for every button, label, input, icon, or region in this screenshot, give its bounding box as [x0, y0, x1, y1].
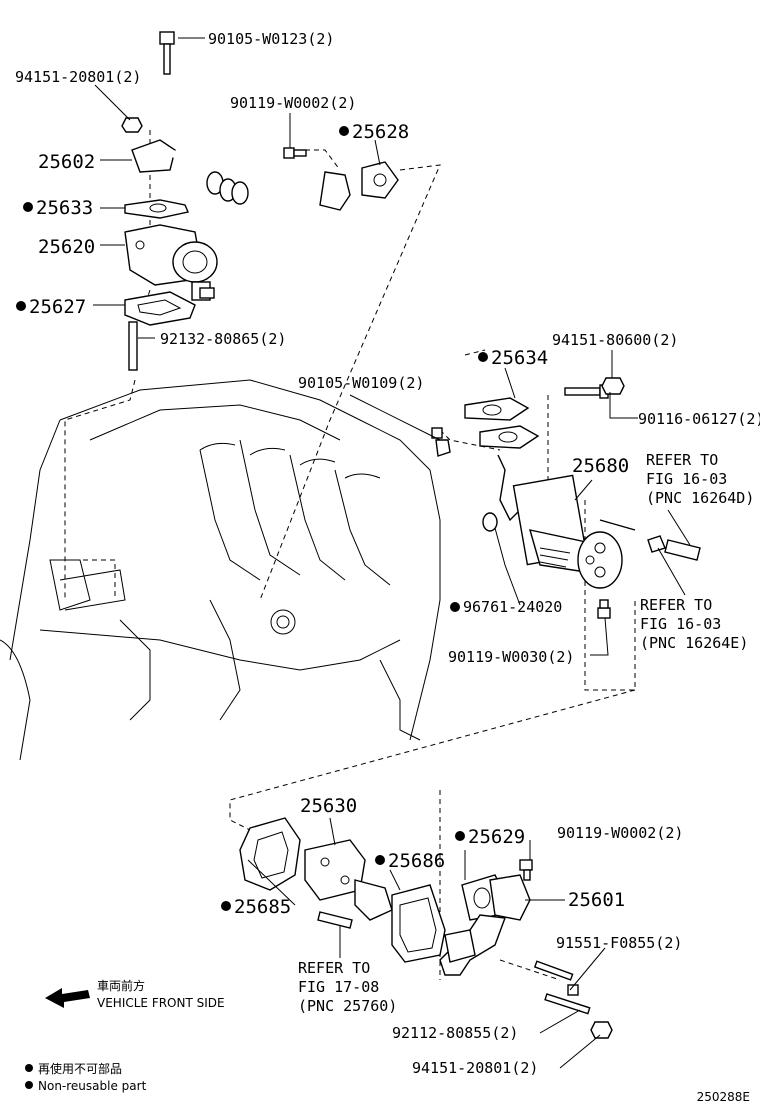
nonreusable-dot — [16, 301, 26, 311]
label-25685: 25685 — [234, 896, 291, 918]
gasket-25634 — [464, 397, 540, 449]
label-90119-w0002-top: 90119-W0002(2) — [230, 94, 356, 112]
nonreusable-dot — [23, 202, 33, 212]
label-25601: 25601 — [568, 889, 625, 911]
nonreusable-dot-icon — [25, 1081, 33, 1089]
gasket-25627 — [124, 291, 196, 326]
refer-16264d-line2: FIG 16-03 — [646, 470, 727, 488]
label-25634: 25634 — [491, 347, 548, 369]
label-92112-80855: 92112-80855(2) — [392, 1024, 518, 1042]
bolt-90105-w0109 — [431, 427, 451, 457]
egr-pipe-25601 — [439, 874, 531, 976]
label-25627: 25627 — [29, 296, 86, 318]
label-94151-20801-bottom: 94151-20801(2) — [412, 1059, 538, 1077]
label-90119-w0002-bottom: 90119-W0002(2) — [557, 824, 683, 842]
front-arrow-icon — [45, 988, 90, 1008]
nonreusable-dot-icon — [25, 1064, 33, 1072]
gasket-25633 — [124, 199, 189, 219]
bolt-90116-06127 — [564, 384, 609, 399]
figure-id: 250288E — [697, 1090, 750, 1104]
engine-block-drawing — [0, 379, 441, 761]
label-94151-80600: 94151-80600(2) — [552, 331, 678, 349]
bolt-90119-w0030 — [597, 599, 611, 619]
o-ring-96761-24020 — [482, 512, 498, 532]
nonreusable-dot — [455, 831, 465, 841]
nut-94151-20801-bottom — [590, 1021, 613, 1039]
label-90105-w0109: 90105-W0109(2) — [298, 374, 424, 392]
nonreusable-legend: 再使用不可部品 Non-reusable part — [25, 1061, 147, 1093]
label-25633: 25633 — [36, 197, 93, 219]
vehicle-front-legend: 車両前方 VEHICLE FRONT SIDE — [45, 978, 225, 1010]
leader-lines — [93, 37, 691, 1069]
egr-valve-25620 — [124, 224, 218, 301]
label-96761-24020: 96761-24020 — [463, 598, 562, 616]
refer-16264d-line1: REFER TO — [646, 451, 718, 469]
stud-92112-80855 — [544, 993, 591, 1015]
refer-16264e-line1: REFER TO — [640, 596, 712, 614]
label-25686: 25686 — [388, 850, 445, 872]
gasket-25685 — [239, 817, 301, 891]
refer-25760-line1: REFER TO — [298, 959, 370, 977]
label-90105-w0123: 90105-W0123(2) — [208, 30, 334, 48]
legend-front-jp: 車両前方 — [97, 978, 145, 993]
label-25628: 25628 — [352, 121, 409, 143]
nonreusable-dot — [221, 901, 231, 911]
part-labels: 90105-W0123(2) 94151-20801(2) 90119-W000… — [15, 30, 760, 1077]
bolt-90105-w0123 — [159, 31, 175, 75]
refer-25760-line3: (PNC 25760) — [298, 997, 397, 1015]
label-25630: 25630 — [300, 795, 357, 817]
nut-94151-80600 — [601, 377, 625, 395]
refer-16264d-line3: (PNC 16264D) — [646, 489, 754, 507]
label-94151-20801-top: 94151-20801(2) — [15, 68, 141, 86]
nonreusable-dot — [478, 352, 488, 362]
label-25680: 25680 — [572, 455, 629, 477]
bolt-91551-f0855 — [533, 960, 579, 996]
refer-16264e-line3: (PNC 16264E) — [640, 634, 748, 652]
legend-front-en: VEHICLE FRONT SIDE — [97, 996, 225, 1010]
bolt-90119-w0002-top — [283, 147, 307, 159]
gasket-25686 — [391, 884, 446, 963]
nonreusable-dot — [450, 602, 460, 612]
refer-16264e-line2: FIG 16-03 — [640, 615, 721, 633]
label-90116-06127: 90116-06127(2) — [638, 410, 760, 428]
assembly-dashed-lines — [64, 130, 636, 981]
egr-cooler-25680 — [497, 454, 701, 589]
label-25620: 25620 — [38, 236, 95, 258]
label-25602: 25602 — [38, 151, 95, 173]
label-92132-80865: 92132-80865(2) — [160, 330, 286, 348]
bolt-90119-w0002-bottom — [519, 859, 533, 881]
nonreusable-dot — [339, 126, 349, 136]
label-90119-w0030: 90119-W0030(2) — [448, 648, 574, 666]
nut-94151-20801-top — [121, 117, 143, 133]
label-91551-f0855: 91551-F0855(2) — [556, 934, 682, 952]
label-25629: 25629 — [468, 826, 525, 848]
nonreusable-dot — [375, 855, 385, 865]
legend-nonreuse-en: Non-reusable part — [38, 1079, 147, 1093]
stud-92132-80865 — [128, 321, 138, 371]
egr-pipe-25630 — [304, 839, 393, 929]
gasket-25628 — [361, 161, 399, 199]
pipe-25602 — [131, 139, 351, 211]
legend-nonreuse-jp: 再使用不可部品 — [38, 1061, 122, 1076]
refer-25760-line2: FIG 17-08 — [298, 978, 379, 996]
